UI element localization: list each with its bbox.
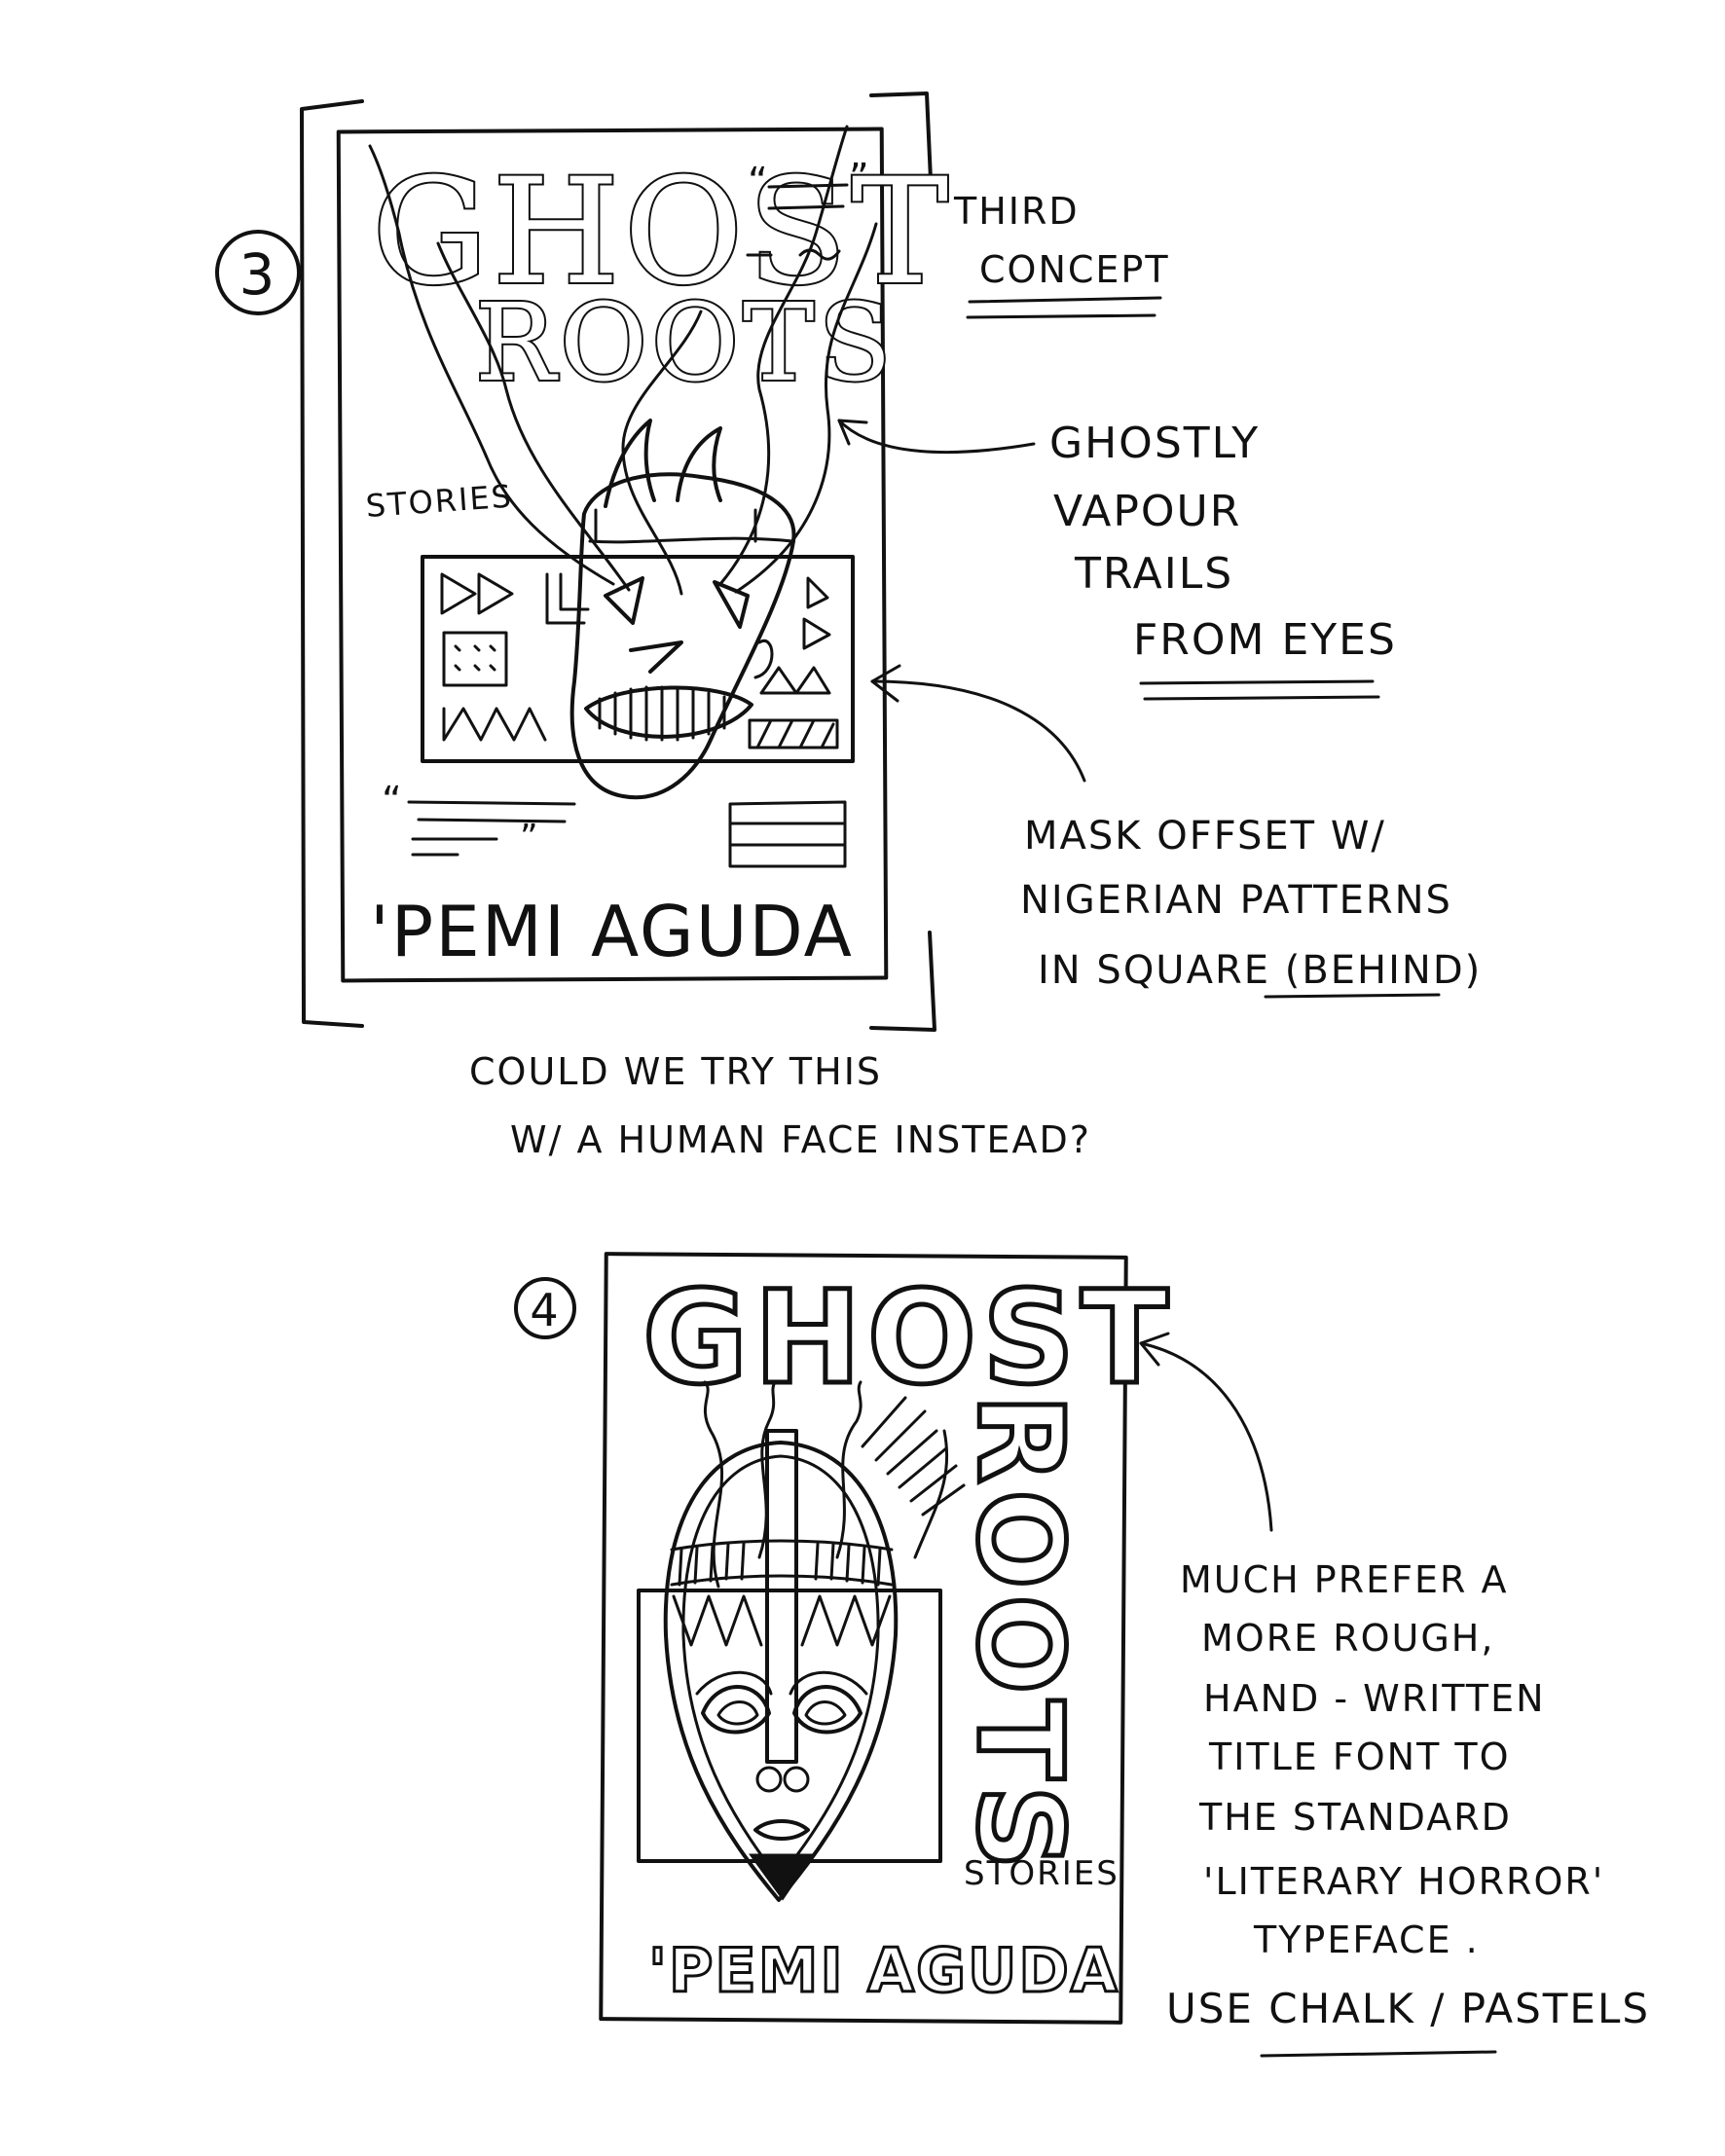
svg-text:FROM EYES: FROM EYES	[1133, 615, 1397, 665]
note-rough-font: MUCH PREFER A MORE ROUGH, HAND - WRITTEN…	[1166, 1558, 1650, 2058]
cover-blurb-bottom: “ ”	[382, 779, 847, 868]
svg-text:MASK OFFSET W/: MASK OFFSET W/	[1024, 814, 1386, 859]
cover-title-line1: GHOST	[372, 148, 952, 317]
cover-stories-label: STORIES	[365, 478, 515, 525]
svg-text:THIRD: THIRD	[953, 190, 1080, 233]
svg-text:VAPOUR: VAPOUR	[1053, 487, 1241, 536]
svg-text:GHOSTLY: GHOSTLY	[1049, 419, 1260, 468]
note-vapour-trails: GHOSTLY VAPOUR TRAILS FROM EYES	[837, 419, 1397, 701]
book-cover-3	[336, 127, 889, 983]
svg-text:TYPEFACE .: TYPEFACE .	[1253, 1918, 1480, 1961]
svg-text:CONCEPT: CONCEPT	[979, 248, 1170, 291]
svg-text:”: ”	[520, 818, 540, 858]
concept-4: 4 GHOST ROOTS	[514, 1252, 1650, 2058]
svg-text:“: “	[748, 160, 770, 204]
book-cover-4	[599, 1252, 1128, 2025]
note-third-concept: THIRD CONCEPT	[953, 190, 1170, 319]
cover-blurb-top: “ ”	[746, 156, 871, 261]
svg-text:'LITERARY HORROR': 'LITERARY HORROR'	[1203, 1860, 1604, 1903]
cover-title-line1: GHOST	[642, 1263, 1174, 1413]
cover-title-line2: ROOTS	[951, 1394, 1086, 1876]
concept-number-3: 3	[215, 230, 301, 315]
tribal-mask	[663, 1429, 899, 1902]
nigerian-pattern-square	[421, 555, 855, 763]
svg-text:NIGERIAN PATTERNS: NIGERIAN PATTERNS	[1020, 878, 1452, 923]
svg-text:USE CHALK / PASTELS: USE CHALK / PASTELS	[1166, 1985, 1650, 2032]
svg-text:W/ A HUMAN FACE INSTEAD?: W/ A HUMAN FACE INSTEAD?	[510, 1118, 1091, 1161]
svg-text:“: “	[382, 779, 404, 823]
svg-text:MUCH PREFER A: MUCH PREFER A	[1180, 1558, 1508, 1601]
svg-text:”: ”	[849, 156, 871, 201]
client-comment: COULD WE TRY THIS W/ A HUMAN FACE INSTEA…	[469, 1050, 1091, 1161]
note-mask-offset: MASK OFFSET W/ NIGERIAN PATTERNS IN SQUA…	[870, 664, 1482, 999]
cover-author-4: 'PEMI AGUDA	[648, 1935, 1119, 2006]
svg-text:COULD WE TRY THIS: COULD WE TRY THIS	[469, 1050, 882, 1093]
cover-author-3: 'PEMI AGUDA	[370, 891, 854, 972]
concept-number-4: 4	[514, 1277, 576, 1339]
svg-text:IN SQUARE (BEHIND): IN SQUARE (BEHIND)	[1038, 948, 1482, 993]
svg-text:4: 4	[530, 1284, 560, 1336]
concept-number-label: 3	[239, 241, 277, 308]
ghostly-vapour-trails	[368, 125, 878, 596]
svg-text:THE STANDARD: THE STANDARD	[1198, 1796, 1512, 1839]
svg-text:TITLE FONT TO: TITLE FONT TO	[1208, 1736, 1511, 1778]
concept-3: 3 GHOST ROOTS “ ” STORIES	[215, 91, 1482, 1032]
svg-text:MORE ROUGH,: MORE ROUGH,	[1201, 1617, 1494, 1660]
cover-stories-label: STORIES	[964, 1854, 1119, 1893]
svg-text:HAND - WRITTEN: HAND - WRITTEN	[1203, 1677, 1546, 1720]
crop-brackets	[300, 91, 936, 1032]
upside-down-mask	[569, 419, 796, 800]
svg-text:TRAILS: TRAILS	[1074, 549, 1233, 599]
note-arrow-4	[1139, 1341, 1273, 1532]
